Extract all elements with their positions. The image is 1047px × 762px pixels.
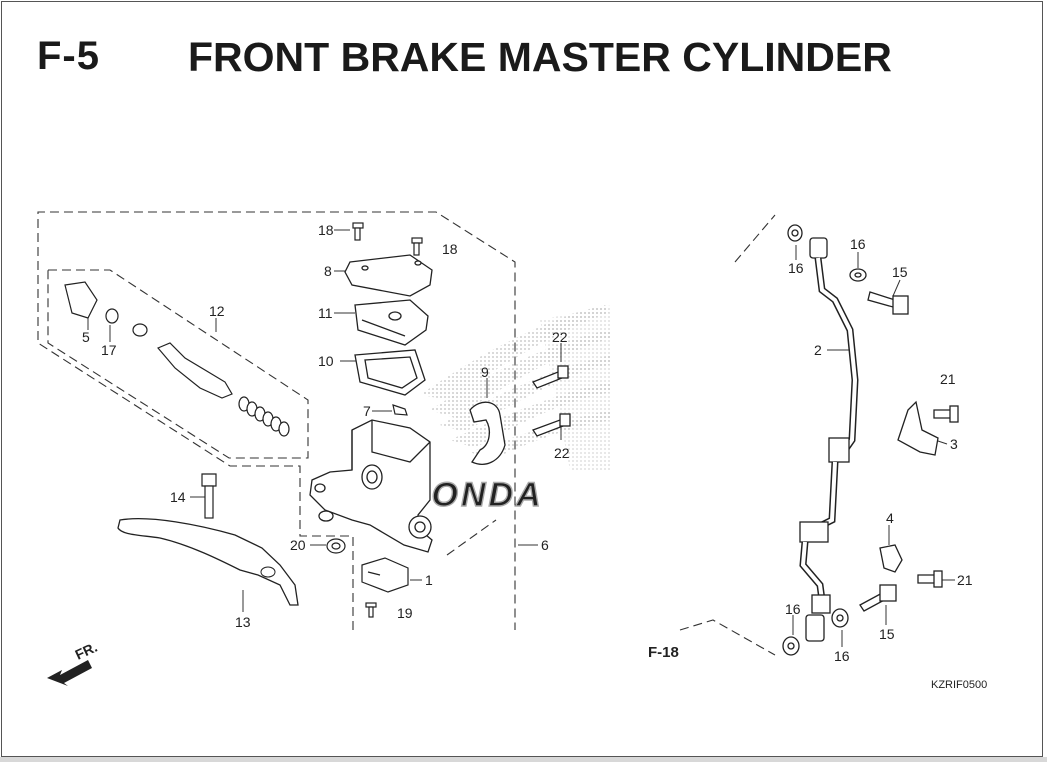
callout-5: 5 [82,329,90,345]
callout-11: 11 [318,305,333,321]
callout-18: 18 [442,241,458,257]
handlebar-holder [469,401,506,465]
callout-16: 16 [785,601,801,617]
callout-16: 16 [850,236,866,252]
reservoir-cap-stack [344,254,433,396]
circlip [105,308,119,324]
callout-9: 9 [481,364,489,380]
front-arrow-label: FR. [73,639,100,663]
hose-eyelet-lower [805,614,825,642]
callout-20: 20 [290,537,306,553]
honda-wing-watermark [420,305,612,470]
clip-bolt [917,574,937,584]
bracket-bolt [933,409,953,419]
master-cylinder-body [309,419,433,553]
callout-22: 22 [554,445,570,461]
callout-16: 16 [834,648,850,664]
callout-19: 19 [397,605,413,621]
cross-reference-label: F-18 [648,644,679,661]
callout-4: 4 [886,510,894,526]
dust-boot [64,281,98,319]
callout-14: 14 [170,489,186,505]
hose-joint-lower [799,521,829,543]
callout-8: 8 [324,263,332,279]
pivot-bolt-head [201,473,217,487]
callout-6: 6 [541,537,549,553]
callout-15: 15 [892,264,908,280]
front-direction-arrow [47,660,92,686]
callout-7: 7 [363,403,371,419]
assembly-boundary [37,211,776,656]
cap-screws [352,222,423,256]
diagram-title: FRONT BRAKE MASTER CYLINDER [188,34,892,80]
brake-switch [361,557,409,593]
leader-lines [87,229,955,647]
callout-21: 21 [940,371,956,387]
section-code: F-5 [37,34,100,78]
cap-plate [354,299,429,346]
hose-clamp-bracket [897,400,939,456]
washer [132,323,148,337]
reservoir-cap [344,254,433,297]
callout-1: 1 [425,572,433,588]
hose-clip [879,544,903,573]
callout-18: 18 [318,222,334,238]
oil-bolt-upper [867,291,896,308]
hose-fitting-lower [811,594,831,614]
callout-labels: 18 18 8 11 10 7 9 22 22 12 5 17 14 20 13… [82,222,973,664]
piston-spring [238,396,290,437]
pivot-bolt-shaft [204,485,214,519]
callout-3: 3 [950,436,958,452]
callout-17: 17 [101,342,117,358]
switch-spring [392,404,408,416]
callout-13: 13 [235,614,251,630]
callout-15: 15 [879,626,895,642]
hose-joint-upper [828,437,850,463]
lever-pivot-hole [260,566,276,578]
callout-21: 21 [957,572,973,588]
callout-2: 2 [814,342,822,358]
callout-16: 16 [788,260,804,276]
callout-22: 22 [552,329,568,345]
brake-lever [117,518,299,606]
piston [157,342,233,399]
hose-eyelet-top [809,237,828,259]
callout-12: 12 [209,303,225,319]
drawing-code: KZRIF0500 [931,679,987,691]
callout-10: 10 [318,353,334,369]
bottom-rule [0,757,1047,762]
piston-set [64,281,290,437]
brake-hose-assembly [782,224,959,656]
